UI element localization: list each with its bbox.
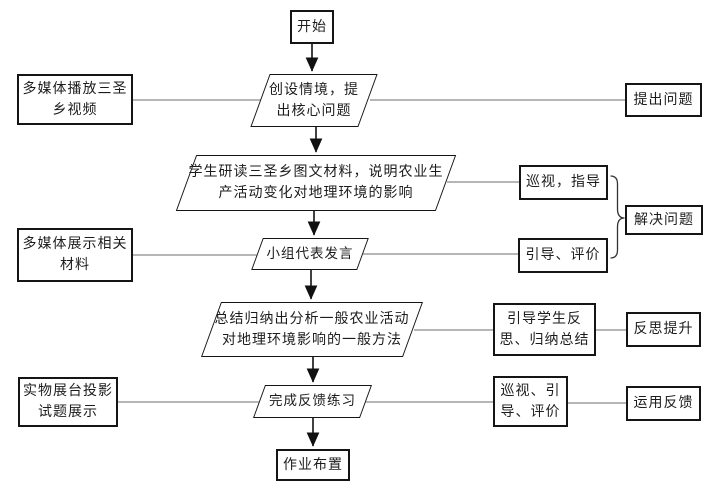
flow-node-summarize-method: 总结归纳出分析一般农业活动 对地理环境影响的一般方法 [200, 302, 424, 357]
flow-node-homework: 作业布置 [276, 449, 350, 481]
flow-node-apply-feedback: 运用反馈 [626, 386, 701, 421]
flow-node-patrol-guide: 巡视，指导 [519, 165, 608, 200]
flow-node-reflect-improve: 反思提升 [626, 312, 701, 347]
flow-node-label: 小组代表发言 [266, 245, 354, 261]
flow-node-multimedia-video: 多媒体播放三圣 乡视频 [17, 74, 133, 125]
flow-node-label: 总结归纳出分析一般农业活动 对地理环境影响的一般方法 [214, 311, 410, 348]
flow-node-guide-reflect: 引导学生反 思、归纳总结 [493, 303, 596, 356]
flow-node-label: 多媒体播放三圣 乡视频 [22, 81, 128, 118]
flow-node-solve-problem: 解决问题 [625, 205, 703, 235]
flow-node-start: 开始 [290, 10, 334, 44]
flow-node-feedback-exercise: 完成反馈练习 [252, 385, 373, 418]
flow-node-label: 学生研读三圣乡图文材料，说明农业生 产活动变化对地理环境的影响 [188, 165, 444, 201]
flow-node-multimedia-materials: 多媒体展示相关 材料 [17, 228, 133, 282]
flow-node-students-read: 学生研读三圣乡图文材料，说明农业生 产活动变化对地理环境的影响 [175, 155, 457, 211]
flow-node-label: 作业布置 [283, 457, 343, 473]
flow-node-label: 创设情境，提 出核心问题 [269, 82, 359, 119]
flow-node-label: 解决问题 [634, 212, 694, 228]
flow-node-raise-question: 提出问题 [625, 83, 702, 117]
flow-node-label: 提出问题 [633, 92, 694, 108]
flow-node-label: 引导学生反 思、归纳总结 [499, 311, 590, 348]
flow-node-label: 巡视，指导 [526, 175, 601, 190]
flow-node-label: 反思提升 [633, 322, 694, 337]
flow-node-label: 多媒体展示相关 材料 [22, 237, 128, 273]
flow-node-group-speak: 小组代表发言 [251, 238, 369, 270]
flow-node-guide-evaluate: 引导、评价 [518, 238, 608, 273]
flow-node-label: 运用反馈 [633, 396, 694, 411]
flow-node-label: 实物展台投影 试题展示 [23, 384, 113, 420]
flow-node-create-situation: 创设情境，提 出核心问题 [250, 74, 378, 127]
flow-node-label: 引导、评价 [525, 248, 601, 263]
flow-node-label: 巡视、引 导、评价 [500, 383, 561, 420]
flow-node-projector-display: 实物展台投影 试题展示 [18, 377, 118, 427]
flow-node-label: 开始 [297, 19, 327, 35]
grouping-brace [610, 175, 625, 259]
flow-node-patrol-guide-evaluate: 巡视、引 导、评价 [493, 376, 568, 427]
flow-node-label: 完成反馈练习 [269, 393, 356, 409]
